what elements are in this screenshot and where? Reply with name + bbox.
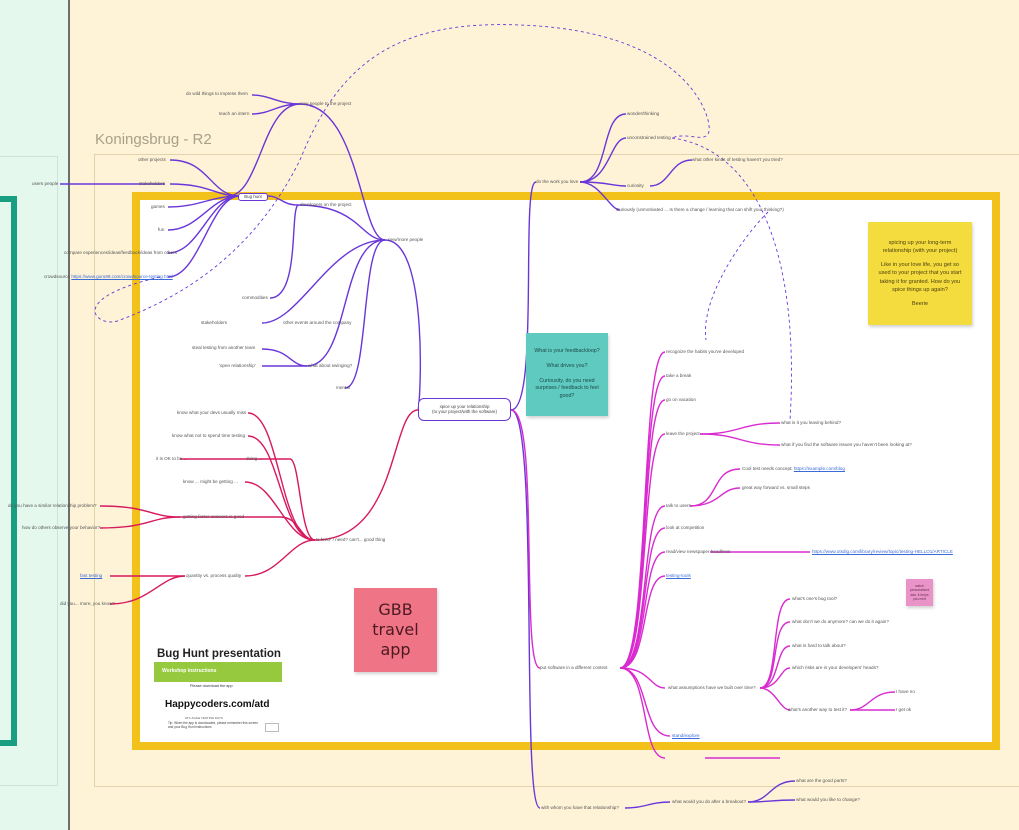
- node-n24[interactable]: doing ...: [246, 456, 263, 461]
- node-n1[interactable]: do wild things to impress them: [186, 91, 248, 96]
- node-n29[interactable]: Is feed- / need? can't... good thing: [316, 537, 386, 542]
- sticky-yellow-line3: Beerie: [911, 300, 929, 307]
- node-n27[interactable]: how do others observe your behavior?: [22, 525, 101, 530]
- frame-title[interactable]: Koningsbrug - R2: [95, 131, 212, 148]
- central-node-line1: spice up your relationship: [439, 404, 490, 409]
- node-n59[interactable]: what's another way to test it?: [788, 707, 848, 712]
- agile-testing-days-label: ATC AGILE TESTING DAYS: [185, 716, 223, 720]
- node-n11-link[interactable]: https://www.guru99.com/crowdsource-testi…: [71, 274, 173, 279]
- node-n7[interactable]: games: [151, 204, 165, 209]
- node-n47[interactable]: great way forward vs. small steps: [742, 485, 810, 490]
- sticky-teal-line1: What is your feedbackloop?: [534, 348, 600, 355]
- sticky-red-line2: travel: [372, 620, 419, 639]
- node-n44[interactable]: what if you find the software issues you…: [781, 442, 912, 447]
- sticky-red-line3: app: [380, 640, 411, 659]
- node-n18[interactable]: 'open relationship': [219, 363, 256, 368]
- tip-text: Tip: When the app is downloaded, please …: [168, 721, 259, 729]
- sticky-red-line1: GBB: [378, 600, 413, 619]
- node-n22[interactable]: know what not to spend time testing: [172, 433, 246, 438]
- node-n15[interactable]: stakeholders: [201, 320, 228, 325]
- node-n8[interactable]: fun: [158, 227, 165, 232]
- node-n14[interactable]: commodities: [242, 295, 268, 300]
- node-n61[interactable]: I get ok: [896, 707, 912, 712]
- node-n52[interactable]: testing-tools: [666, 573, 691, 578]
- green-frame-border: [0, 196, 17, 746]
- node-n66[interactable]: what would you like to change?: [796, 797, 860, 802]
- node-n35[interactable]: unconstrained testing: [627, 135, 671, 140]
- sticky-teal-line2: What drives you?: [546, 362, 588, 369]
- node-n55[interactable]: what is hard to talk about?: [792, 643, 846, 648]
- workshop-instructions-banner[interactable]: Workshop instructions: [154, 662, 282, 682]
- node-n42[interactable]: leave the project: [666, 431, 700, 436]
- node-n60[interactable]: I have no: [896, 689, 915, 694]
- node-n28[interactable]: getting faster answers is good: [183, 514, 245, 519]
- sticky-pink-text: watch personalised ads, it helps you min…: [909, 583, 930, 601]
- node-n34[interactable]: wonder/thinking: [627, 111, 660, 116]
- sticky-teal-line3: Curiousity, do you need surprises / feed…: [535, 377, 599, 399]
- node-n45-text: Cool test needs concept:: [742, 466, 794, 471]
- node-n50[interactable]: read/view newspaper headlines: [666, 549, 731, 554]
- node-n13[interactable]: new/more people: [388, 237, 424, 242]
- node-n33[interactable]: do the work you love: [536, 179, 579, 184]
- central-node[interactable]: spice up your relationship (to your proj…: [418, 398, 511, 421]
- node-n20[interactable]: mentor: [336, 385, 351, 390]
- node-n45[interactable]: Cool test needs concept: https://example…: [742, 466, 845, 472]
- node-n12[interactable]: developers on the project: [300, 202, 352, 207]
- node-n40[interactable]: take a break: [666, 373, 692, 378]
- bug-hunt-node[interactable]: Bug hunt: [238, 193, 268, 201]
- node-n63[interactable]: with whom you have that relationship?: [541, 805, 619, 810]
- node-n21[interactable]: know what your devs usually miss: [177, 410, 247, 415]
- sticky-note-gbb-travel-app[interactable]: GBB travel app: [354, 588, 437, 672]
- node-n32[interactable]: quantity vs. process quality: [186, 573, 242, 578]
- bug-hunt-presentation-title[interactable]: Bug Hunt presentation: [157, 648, 281, 660]
- node-n5[interactable]: stakeholders: [139, 181, 166, 186]
- mindmap-board[interactable]: [132, 192, 1000, 750]
- node-n16[interactable]: other events around the company: [283, 320, 352, 325]
- node-n31[interactable]: did you... more, you know?: [60, 601, 115, 606]
- node-n30[interactable]: fast testing: [80, 573, 103, 578]
- node-n48[interactable]: talk to users: [666, 503, 691, 508]
- node-n10[interactable]: crowdsource https://www.guru99.com/crowd…: [44, 274, 173, 280]
- node-n19[interactable]: what about swinging?: [308, 363, 353, 368]
- node-n53[interactable]: what's one's bug tool?: [792, 596, 838, 601]
- node-n54[interactable]: what don't we do anymore? can we do it a…: [792, 619, 889, 624]
- node-n10-text: crowdsource: [44, 274, 71, 279]
- node-n2[interactable]: teach an intern: [219, 111, 250, 116]
- sticky-yellow-line2: Like in your love life, you get so used …: [878, 262, 962, 293]
- node-n41[interactable]: go on vacation: [666, 397, 696, 402]
- node-n38[interactable]: Curiously (unmotivated ... Is there a ch…: [616, 207, 784, 212]
- node-n65[interactable]: what are the good parts?: [796, 778, 847, 783]
- sticky-note-feedbackloop[interactable]: What is your feedbackloop? What drives y…: [526, 333, 608, 416]
- node-n9[interactable]: compare experiences/ideas/feedback/ideas…: [64, 250, 177, 255]
- node-n3[interactable]: new people to the project: [300, 101, 352, 106]
- node-n37[interactable]: what other kinds of testing haven't you …: [692, 157, 783, 162]
- node-n6[interactable]: users people: [32, 181, 59, 186]
- node-n64[interactable]: what would you do after a breakout?: [672, 799, 747, 804]
- node-n57[interactable]: put software in a different context: [540, 665, 608, 670]
- node-n39[interactable]: recognize the habits you've developed: [666, 349, 745, 354]
- node-n4[interactable]: other projects: [138, 157, 166, 162]
- sticky-note-small-pink[interactable]: watch personalised ads, it helps you min…: [906, 579, 933, 606]
- node-n25[interactable]: know ... might be getting ...: [183, 479, 238, 484]
- logo-icon: [265, 723, 279, 732]
- node-n62[interactable]: stand/explore: [672, 733, 700, 738]
- download-note: Please download the app: [190, 684, 233, 688]
- node-n17[interactable]: steal testing from another team: [192, 345, 256, 350]
- node-n23[interactable]: it is OK to be ...: [156, 456, 188, 461]
- sticky-note-spicing-up[interactable]: spicing up your long-term relationship (…: [868, 222, 972, 325]
- node-n26[interactable]: do you have a similar relationship probl…: [8, 503, 97, 508]
- happycoders-url[interactable]: Happycoders.com/atd: [165, 699, 270, 710]
- node-n49[interactable]: look at competition: [666, 525, 705, 530]
- node-n51[interactable]: https://www.otsdig.com/library/review/to…: [812, 549, 953, 554]
- node-n36[interactable]: curiosity: [627, 183, 644, 188]
- node-n58[interactable]: what assumptions have we built over time…: [668, 685, 756, 690]
- node-n43[interactable]: what is it you leaving behind?: [781, 420, 842, 425]
- sticky-yellow-line1: spicing up your long-term relationship (…: [882, 240, 958, 255]
- left-frame-outline: [0, 156, 58, 786]
- node-n56[interactable]: which risks are in your developers' head…: [792, 665, 879, 670]
- frame-outline: [94, 154, 1019, 787]
- central-node-line2: (to your project/with the software): [432, 409, 497, 415]
- node-n46-link[interactable]: https://example.com/blog: [793, 466, 845, 471]
